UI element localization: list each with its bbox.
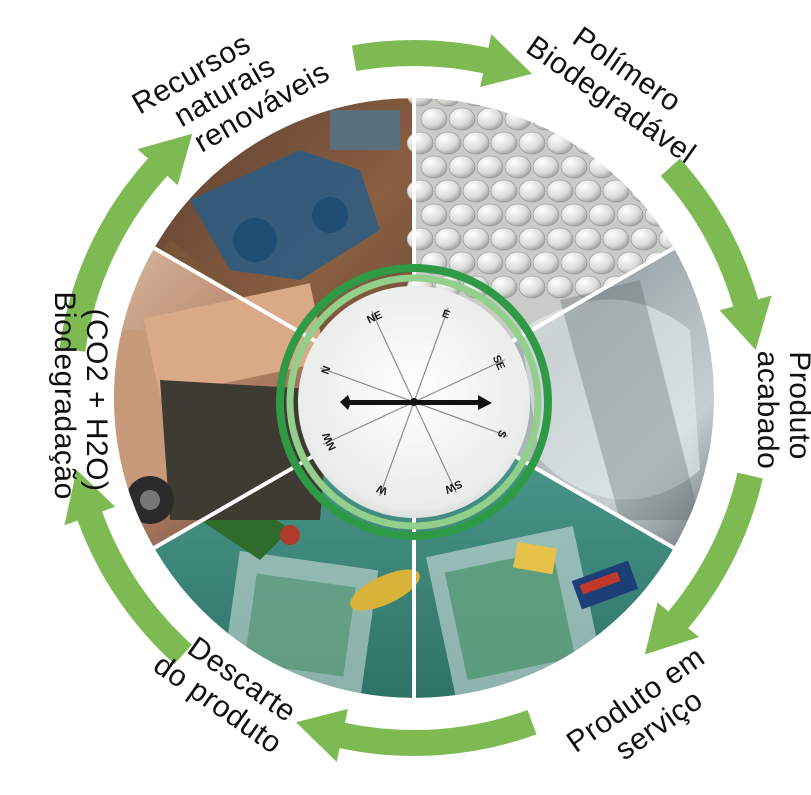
- pellet: [406, 179, 434, 203]
- pellet: [434, 131, 462, 155]
- pellet: [546, 275, 574, 299]
- pellet: [546, 179, 574, 203]
- cycle-arrow: [351, 34, 532, 87]
- pellet: [504, 251, 532, 275]
- compass-line: [379, 401, 415, 497]
- cycle-arrow: [296, 709, 537, 762]
- compass-label-ne: NE: [365, 309, 384, 326]
- pellet: [588, 155, 616, 179]
- compass-line: [413, 401, 457, 493]
- compass-line: [323, 401, 415, 445]
- pellet: [448, 155, 476, 179]
- compass-label-n: N: [320, 364, 334, 376]
- pellet: [630, 179, 658, 203]
- pellet: [532, 155, 560, 179]
- cycle-arrow: [644, 472, 763, 655]
- pellet: [560, 251, 588, 275]
- pellet: [602, 179, 630, 203]
- label-biodegradacao-line2: (CO2 + H2O): [80, 308, 113, 491]
- cycle-arrows: [59, 34, 772, 762]
- pellet: [434, 179, 462, 203]
- pellet: [476, 251, 504, 275]
- pellet: [504, 155, 532, 179]
- pellet: [616, 203, 644, 227]
- pellet: [574, 179, 602, 203]
- pellet: [420, 203, 448, 227]
- pellet: [448, 203, 476, 227]
- pellet: [574, 131, 602, 155]
- pellet: [518, 179, 546, 203]
- pellet: [462, 179, 490, 203]
- pellet: [658, 227, 686, 251]
- pellet: [490, 98, 518, 107]
- pellet: [644, 203, 672, 227]
- pellet: [406, 98, 434, 107]
- label-biodegradacao: Biodegradação (CO2 + H2O): [48, 291, 113, 508]
- pellet: [490, 179, 518, 203]
- pellet: [434, 98, 462, 107]
- pellet: [462, 131, 490, 155]
- compass-line: [413, 401, 509, 437]
- label-produto-acabado: Produto acabado: [751, 351, 811, 470]
- pellet: [490, 131, 518, 155]
- pellet: [588, 203, 616, 227]
- pellet: [630, 227, 658, 251]
- compass-label-w: W: [375, 482, 389, 497]
- pellet: [602, 227, 630, 251]
- pellet: [546, 227, 574, 251]
- pellet: [616, 155, 644, 179]
- compass-line: [413, 307, 449, 403]
- pellet: [490, 227, 518, 251]
- pellet: [420, 155, 448, 179]
- pellet: [504, 203, 532, 227]
- compass-label-e: E: [440, 308, 451, 322]
- pellet: [406, 227, 434, 251]
- compass-line: [413, 359, 505, 403]
- pellet: [462, 98, 490, 107]
- pellet: [476, 203, 504, 227]
- pellet: [546, 131, 574, 155]
- pellet: [434, 227, 462, 251]
- cycle-arrow: [59, 133, 193, 352]
- cycle-arrow: [64, 469, 192, 665]
- cycle-arrow: [660, 158, 772, 350]
- label-produto-acabado-line2: acabado: [751, 351, 784, 470]
- pellet: [476, 107, 504, 131]
- compass-label-s: S: [494, 428, 508, 439]
- pellet: [448, 107, 476, 131]
- pellet: [588, 251, 616, 275]
- pellet: [518, 227, 546, 251]
- pellet: [518, 131, 546, 155]
- pellet: [518, 98, 546, 107]
- pellet: [420, 107, 448, 131]
- pellet: [574, 227, 602, 251]
- compass-line: [371, 311, 415, 403]
- pellet: [560, 107, 588, 131]
- compass-label-se: SE: [490, 354, 507, 372]
- pellet: [560, 203, 588, 227]
- pellet: [462, 227, 490, 251]
- pellet: [504, 107, 532, 131]
- pellet: [532, 107, 560, 131]
- pellet: [532, 203, 560, 227]
- pellet: [406, 131, 434, 155]
- pellet: [560, 155, 588, 179]
- label-biodegradacao-line1: Biodegradação: [48, 291, 81, 499]
- label-produto-servico: Produto em serviço: [561, 635, 738, 787]
- compass-outer-ring: [276, 264, 552, 540]
- pellet: [532, 251, 560, 275]
- pellet: [602, 131, 630, 155]
- compass-inner-ring: [286, 274, 542, 530]
- label-produto-acabado-line1: Produto: [783, 351, 811, 460]
- pellet: [476, 155, 504, 179]
- pellet: [518, 275, 546, 299]
- compass-line: [319, 367, 415, 403]
